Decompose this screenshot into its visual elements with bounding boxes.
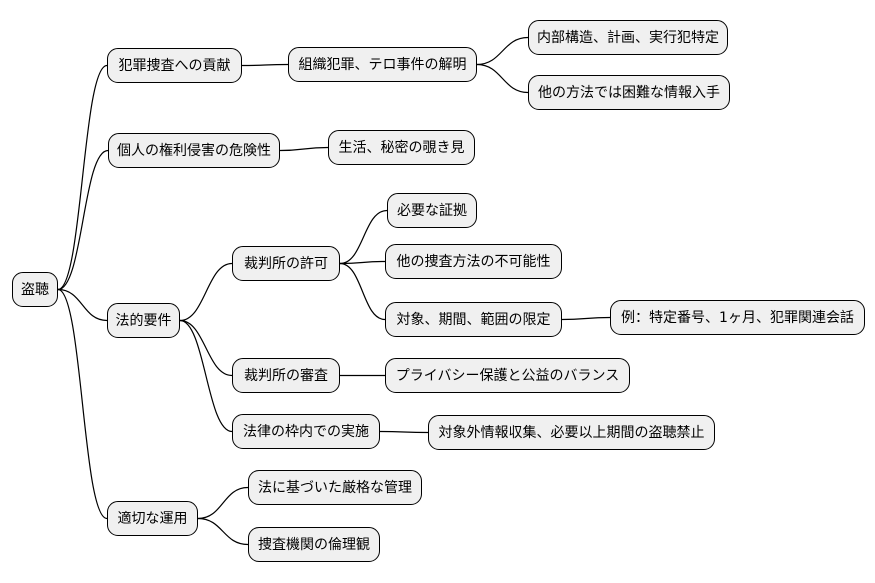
node-peeping-private-life: 生活、秘密の覗き見: [328, 130, 475, 165]
node-organized-crime: 組織犯罪、テロ事件の解明: [288, 47, 477, 82]
edge-legal-review: [179, 319, 233, 377]
node-court-permission: 裁判所の許可: [232, 246, 340, 281]
node-privacy-balance: プライバシー保護と公益のバランス: [385, 358, 630, 393]
edge-scope-example: [561, 316, 611, 321]
node-legal-requirements: 法的要件: [107, 303, 180, 338]
node-rights-violation-risk: 個人の権利侵害の危険性: [108, 133, 280, 168]
node-other-methods-impossible: 他の捜査方法の不可能性: [385, 244, 562, 279]
edge-permission-impossible: [339, 260, 386, 265]
edge-operation-management: [197, 486, 249, 520]
edge-withinlaw-prohibition: [379, 430, 429, 434]
node-root: 盗聴: [12, 272, 58, 307]
edge-contribution-organized: [241, 63, 289, 67]
edge-rights-peeping: [279, 146, 329, 152]
edge-legal-permission: [179, 262, 233, 322]
node-scope-limitation: 対象、期間、範囲の限定: [385, 302, 562, 337]
edge-root-rights: [57, 149, 109, 291]
node-proper-operation: 適切な運用: [107, 501, 198, 536]
edge-operation-ethics: [197, 517, 249, 546]
node-within-law: 法律の枠内での実施: [232, 414, 380, 449]
edge-root-legal: [57, 288, 108, 322]
node-necessary-evidence: 必要な証拠: [387, 193, 477, 228]
edge-organized-hardinfo: [476, 63, 529, 94]
edge-permission-evidence: [339, 209, 388, 265]
edge-permission-scope: [339, 262, 386, 321]
edge-organized-internal: [476, 36, 529, 66]
edge-legal-withinlaw: [179, 319, 233, 433]
edge-root-operation: [57, 288, 108, 520]
edge-root-contribution: [57, 64, 108, 291]
node-limitation-example: 例：特定番号、1ヶ月、犯罪関連会話: [610, 300, 865, 335]
node-investigator-ethics: 捜査機関の倫理観: [248, 527, 380, 562]
node-court-review: 裁判所の審査: [232, 358, 340, 393]
node-crime-investigation: 犯罪捜査への貢献: [107, 48, 242, 83]
node-internal-structure: 内部構造、計画、実行犯特定: [528, 20, 728, 55]
node-hard-to-get-info: 他の方法では困難な情報入手: [528, 75, 730, 110]
node-strict-management: 法に基づいた厳格な管理: [248, 470, 422, 505]
node-prohibition: 対象外情報収集、必要以上期間の盗聴禁止: [428, 415, 715, 450]
